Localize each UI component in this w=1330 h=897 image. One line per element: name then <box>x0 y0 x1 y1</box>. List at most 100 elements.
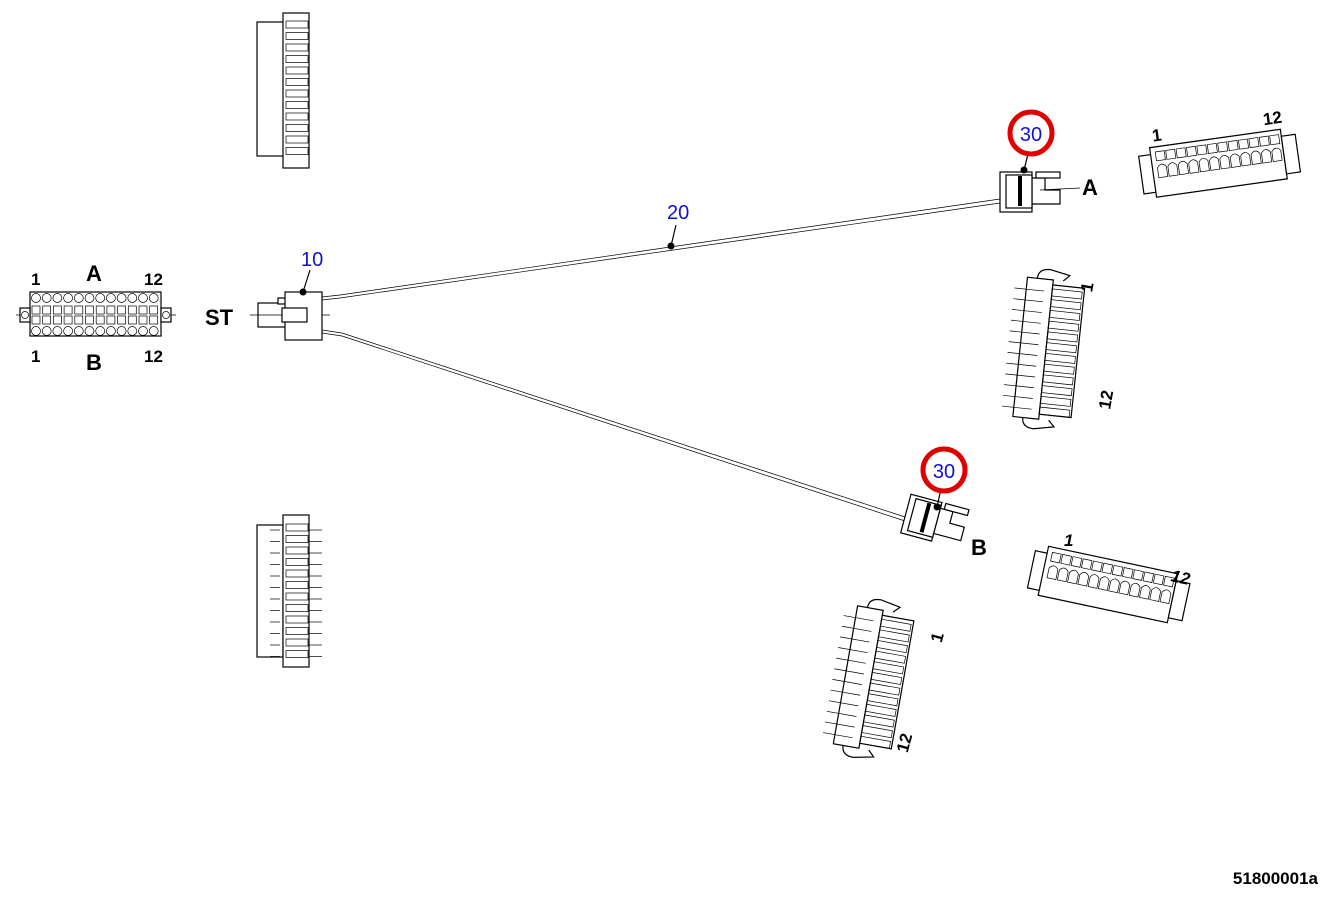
pin <box>84 326 95 336</box>
pin <box>1271 147 1283 163</box>
pin <box>868 682 901 696</box>
pin <box>127 315 137 325</box>
pin <box>1080 558 1093 570</box>
pin <box>1128 582 1141 598</box>
pin-last-label: 12 <box>1169 566 1192 589</box>
pin <box>285 627 309 635</box>
pin <box>285 55 309 63</box>
pin <box>138 293 148 303</box>
pin <box>285 101 309 109</box>
pin <box>138 326 148 336</box>
position-30-b-label[interactable]: 30 <box>933 461 955 483</box>
connector-face-b <box>1026 545 1191 624</box>
pin <box>834 668 864 675</box>
pin <box>865 703 897 717</box>
pin <box>1157 163 1169 179</box>
pin <box>42 305 52 315</box>
pin <box>828 700 859 707</box>
pin <box>95 315 105 325</box>
pin <box>1186 145 1198 157</box>
pin <box>1043 363 1075 375</box>
pin <box>53 305 62 315</box>
pin <box>874 650 906 664</box>
pin <box>116 326 127 336</box>
pin <box>1049 310 1081 321</box>
pin-last-label: 12 <box>1262 108 1283 129</box>
pin <box>836 657 866 664</box>
connector-face-a <box>1138 128 1302 198</box>
connector-side-a <box>1001 268 1086 430</box>
pin-last-label: 12 <box>144 347 163 366</box>
pin <box>1167 162 1179 177</box>
pin <box>1118 580 1131 596</box>
pin <box>52 326 63 336</box>
pin <box>1219 155 1231 170</box>
pin <box>1238 138 1249 150</box>
pin <box>1240 152 1252 167</box>
pin <box>1004 384 1035 389</box>
pin <box>866 693 899 707</box>
pin <box>117 315 126 325</box>
pin <box>1165 148 1177 160</box>
pin-first-label: 1 <box>1077 281 1097 294</box>
pin <box>149 315 159 325</box>
pin-last-label: 12 <box>144 270 163 289</box>
pin <box>74 315 84 325</box>
housing-st <box>250 269 330 341</box>
pin <box>1070 556 1083 568</box>
pin <box>1047 320 1080 332</box>
pin <box>149 305 159 315</box>
pin <box>285 592 309 601</box>
pin <box>1217 141 1229 153</box>
pin <box>1042 374 1074 386</box>
pin-last-label: 12 <box>1095 389 1117 411</box>
pin <box>1196 144 1208 156</box>
pin <box>1149 587 1161 602</box>
pin <box>1005 373 1036 378</box>
pin <box>73 326 84 336</box>
pin <box>880 618 912 632</box>
pin <box>63 293 73 303</box>
pin <box>1250 150 1262 165</box>
pin <box>41 326 52 336</box>
pin <box>859 735 891 749</box>
pin <box>95 293 106 303</box>
connector-view-bottom-left <box>256 514 322 668</box>
pin <box>1013 298 1044 303</box>
pin <box>1056 567 1069 583</box>
pin <box>1046 565 1059 580</box>
pin <box>1209 156 1221 171</box>
connector-face-grid: 1 A 12 1 B 12 <box>16 261 176 375</box>
pin <box>1044 352 1076 364</box>
pin <box>1014 287 1045 292</box>
pin <box>95 326 106 336</box>
pin <box>1011 309 1042 313</box>
pin <box>63 315 73 325</box>
pin <box>117 305 126 315</box>
pin <box>832 679 863 685</box>
pin <box>863 714 895 728</box>
pin <box>1009 330 1040 335</box>
position-30-a-label[interactable]: 30 <box>1020 124 1042 146</box>
highlight-circle-a <box>1007 109 1055 157</box>
pin <box>31 315 41 325</box>
pin <box>106 293 116 303</box>
cable-to-b <box>321 329 906 522</box>
pin <box>285 581 309 589</box>
pin <box>106 305 116 315</box>
pin <box>285 43 309 52</box>
cable-to-a <box>321 198 1001 301</box>
pin <box>31 293 41 303</box>
pin <box>878 629 910 643</box>
pin <box>1177 160 1189 176</box>
pin <box>861 725 893 739</box>
pin <box>1142 571 1155 584</box>
pin <box>1206 142 1218 154</box>
pin-first-label: 1 <box>31 270 40 289</box>
pin <box>1101 562 1114 575</box>
pin <box>285 615 309 624</box>
pin <box>1051 288 1083 300</box>
pin <box>85 305 94 315</box>
terminal-a <box>999 149 1081 213</box>
pin <box>138 315 148 325</box>
